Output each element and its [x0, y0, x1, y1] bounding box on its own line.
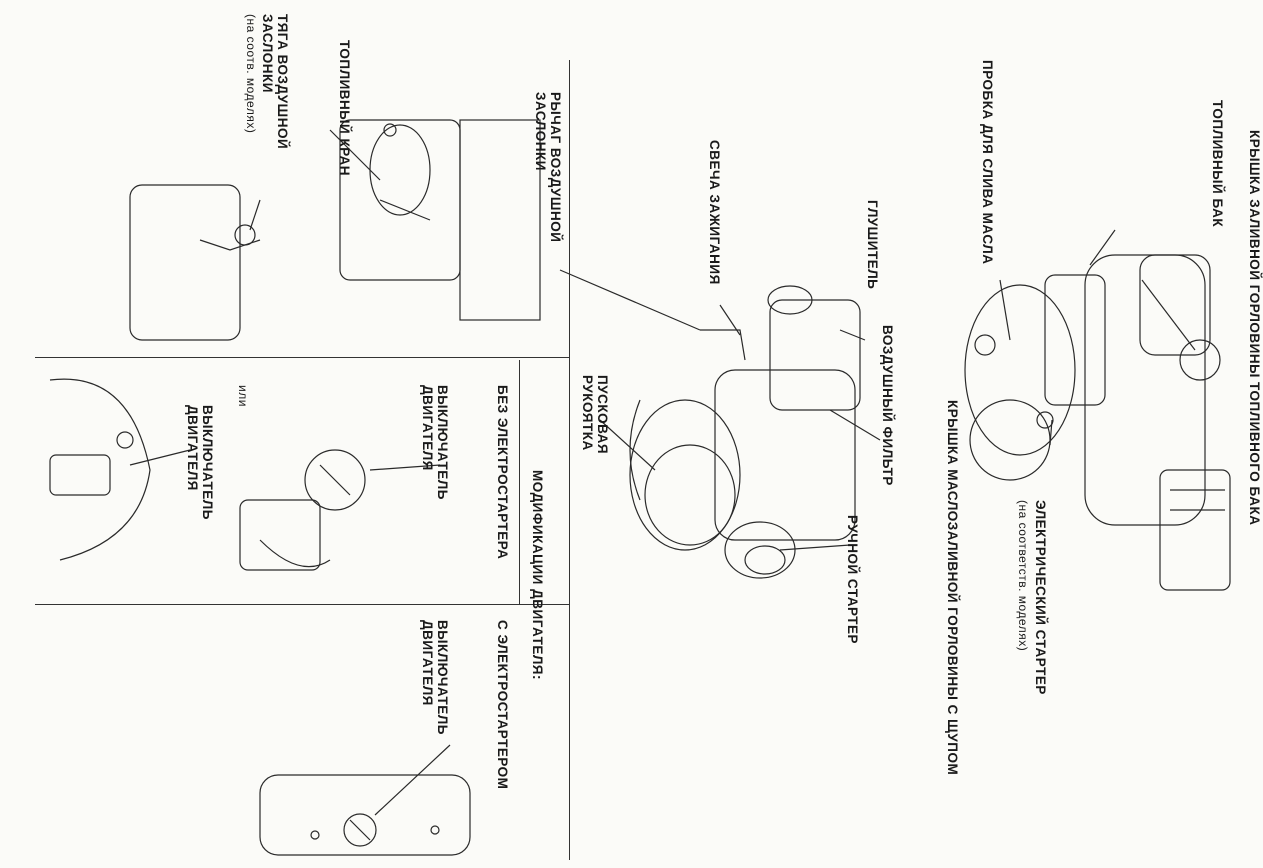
divider-vertical-short: [519, 360, 520, 605]
switch-b-drawing: [50, 379, 150, 560]
label-air-filter: ВОЗДУШНЫЙ ФИЛЬТР: [880, 325, 895, 486]
switch-c-drawing: [260, 775, 470, 855]
leader-muffler: [840, 330, 865, 340]
divider-vertical: [569, 60, 570, 860]
label-with-starter: С ЭЛЕКТРОСТАРТЕРОМ: [495, 620, 510, 789]
label-engine-types: МОДИФИКАЦИИ ДВИГАТЕЛЯ:: [530, 470, 545, 680]
label-without-starter: БЕЗ ЭЛЕКТРОСТАРТЕРА: [495, 385, 510, 559]
carburetor-drawing: [340, 120, 540, 320]
label-oil-drain: ПРОБКА ДЛЯ СЛИВА МАСЛА: [980, 60, 995, 264]
label-fuel-valve: ТОПЛИВНЫЙ КРАН: [337, 40, 352, 176]
air-cleaner-left-drawing: [130, 185, 260, 340]
leader-choke-lever: [560, 270, 700, 330]
label-muffler: ГЛУШИТЕЛЬ: [865, 200, 880, 289]
label-electric-starter: ЭЛЕКТРИЧЕСКИЙ СТАРТЕР: [1033, 500, 1048, 695]
leader-switch-c: [375, 745, 450, 815]
label-electric-starter-note: (на соответств. моделях): [1015, 500, 1030, 651]
engine-main-view-drawing: [630, 286, 860, 578]
switch-a-drawing: [240, 450, 365, 570]
leader-fuel-tank: [1090, 230, 1115, 265]
leader-oil-drain: [1000, 280, 1010, 340]
leader-recoil-starter: [780, 545, 850, 550]
leader-fuel-cap: [1142, 280, 1195, 350]
leader-switch-b: [130, 450, 190, 465]
label-choke-rod-note: (на соотв. моделях): [243, 14, 258, 133]
label-recoil-starter: РУЧНОЙ СТАРТЕР: [845, 515, 860, 644]
label-fuel-tank: ТОПЛИВНЫЙ БАК: [1210, 100, 1225, 227]
label-oil-filler: КРЫШКА МАСЛОЗАЛИВНОЙ ГОРЛОВИНЫ С ЩУПОМ: [945, 400, 960, 775]
label-spark-plug: СВЕЧА ЗАЖИГАНИЯ: [707, 140, 722, 285]
label-or: или: [235, 385, 250, 407]
leader-choke-rod: [250, 200, 260, 230]
label-fuel-cap: КРЫШКА ЗАЛИВНОЙ ГОРЛОВИНЫ ТОПЛИВНОГО БАК…: [1247, 130, 1262, 525]
divider-horizontal-upper: [35, 357, 569, 358]
leader-electric-starter: [1050, 420, 1052, 445]
divider-horizontal-lower: [35, 604, 569, 605]
